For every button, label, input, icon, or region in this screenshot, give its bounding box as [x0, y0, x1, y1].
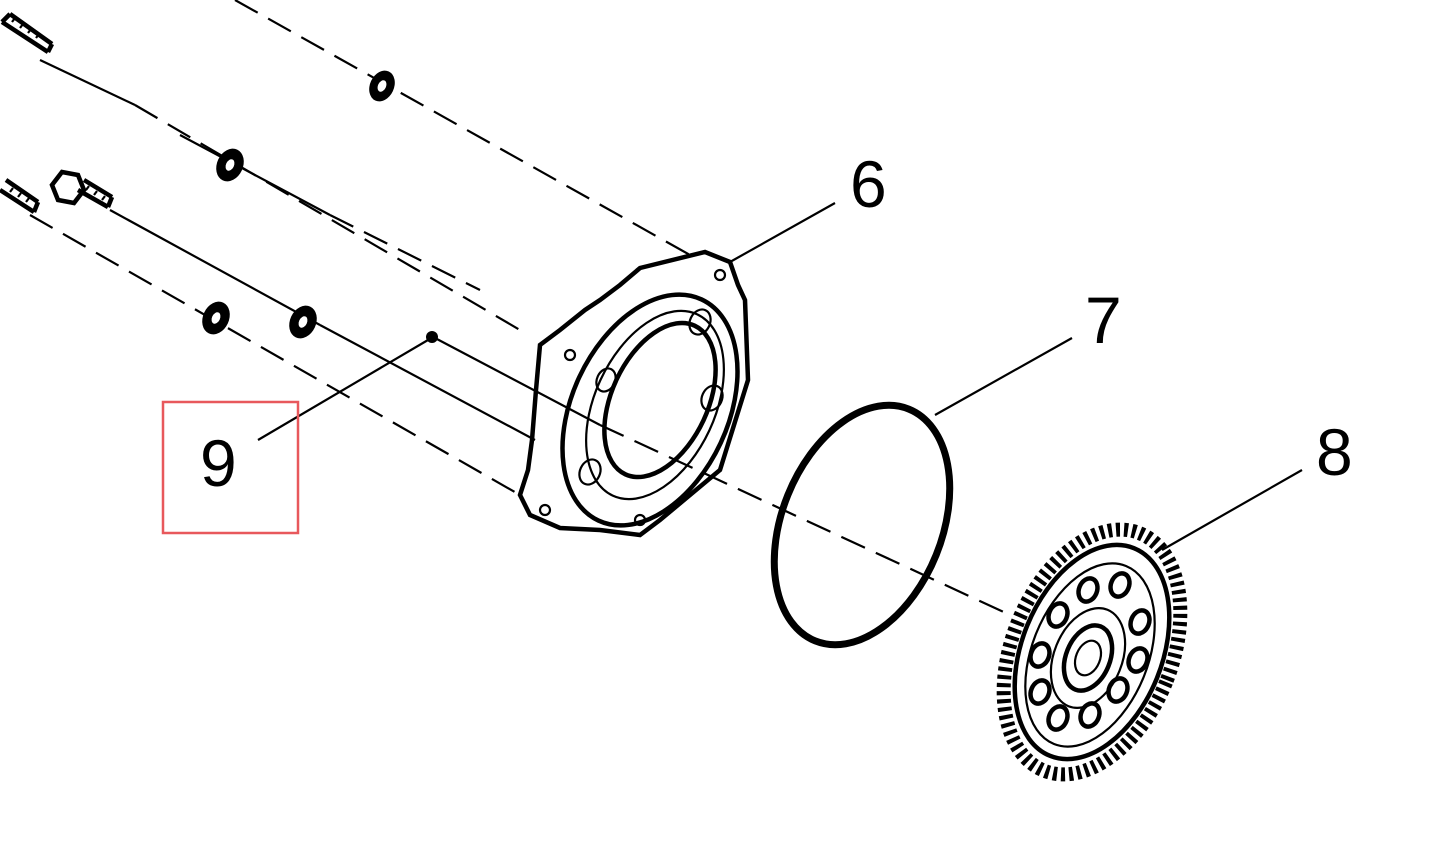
part-6-housing [517, 249, 751, 538]
callout-6: 6 [850, 147, 887, 221]
washer-lower-left [202, 301, 230, 335]
leader-lines [257, 202, 1303, 551]
assembly-axis-lines [29, 0, 1011, 616]
part-8-gear [996, 522, 1188, 782]
callout-9-highlight-box [161, 400, 300, 535]
washer-lower-right [289, 305, 317, 339]
callout-9: 9 [200, 426, 237, 500]
leader-6 [729, 202, 836, 263]
callout-7: 7 [1085, 283, 1122, 357]
bolt-upper [0, 12, 55, 54]
washer-middle [216, 148, 244, 182]
washer-top [369, 70, 395, 102]
bolt-lower-left [0, 178, 41, 214]
part-7-o-ring [770, 401, 954, 649]
leader-9 [257, 339, 429, 441]
bolt-hex-head [49, 169, 115, 209]
leader-7 [934, 337, 1073, 416]
callout-8: 8 [1316, 415, 1353, 489]
leader-8 [1161, 469, 1303, 551]
part-9-pin [426, 331, 438, 343]
